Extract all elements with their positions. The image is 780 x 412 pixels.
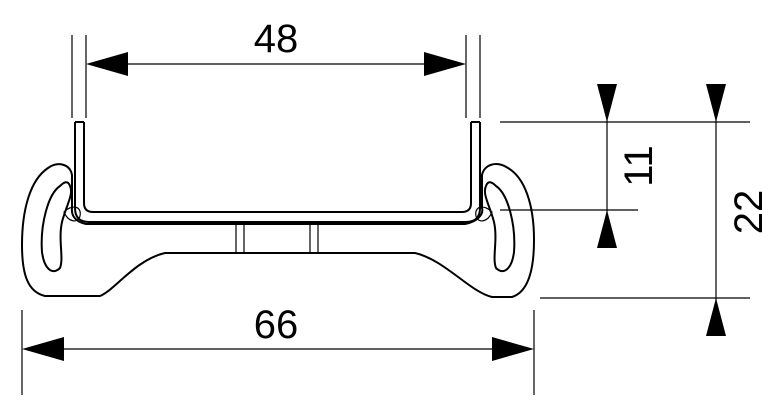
label-66: 66 [254, 303, 299, 347]
height-reference-lines [500, 121, 750, 299]
inner-channel-inner [83, 122, 472, 213]
label-48: 48 [254, 17, 299, 61]
center-support [235, 224, 319, 253]
dimension-66: 66 [21, 303, 535, 395]
label-11: 11 [617, 145, 661, 187]
profile-outer-outline [20, 163, 536, 298]
arrow-up-icon [706, 298, 726, 336]
arrow-right-icon [424, 52, 466, 76]
right-slot [484, 181, 516, 273]
left-bump [63, 206, 81, 222]
dimension-22: 22 [706, 84, 771, 336]
arrow-down-icon [597, 84, 617, 122]
arrow-down-icon [706, 84, 726, 122]
inner-channel-outer [74, 122, 481, 223]
arrow-left-icon [86, 52, 128, 76]
arrow-right-icon [492, 337, 534, 361]
arrow-left-icon [22, 337, 64, 361]
label-22: 22 [727, 190, 771, 235]
left-slot [40, 181, 72, 273]
dimension-48: 48 [71, 17, 481, 118]
right-bump [475, 206, 493, 222]
arrow-up-icon [597, 210, 617, 248]
channel-profile [20, 121, 536, 298]
dimension-11: 11 [597, 84, 661, 248]
